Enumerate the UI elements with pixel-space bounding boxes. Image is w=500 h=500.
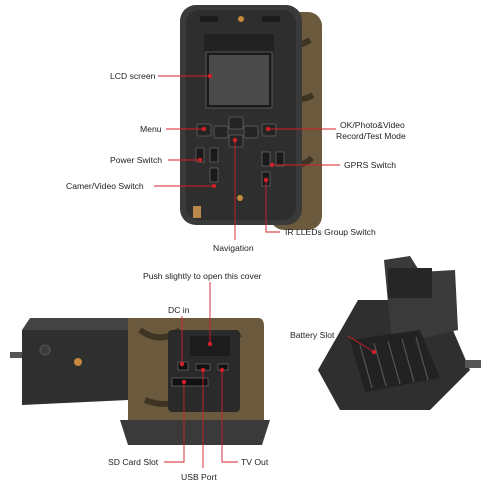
label-gprs-switch: GPRS Switch	[344, 160, 396, 170]
callouts	[154, 73, 377, 468]
label-dc-in: DC in	[168, 305, 190, 315]
label-ok-line1: OK/Photo&Video	[340, 120, 405, 130]
power-switch-knob-2	[209, 147, 219, 163]
nav-up-button	[228, 116, 244, 130]
lcd-bezel-top	[204, 34, 274, 52]
tray-latch	[465, 360, 481, 368]
cover-gasket	[39, 344, 51, 356]
cover-screw	[74, 358, 82, 366]
label-power-switch: Power Switch	[110, 155, 162, 165]
bottom-screw	[237, 195, 243, 201]
camera-open-illustration	[10, 318, 270, 445]
lcd-display	[209, 55, 269, 105]
nav-right-button	[243, 125, 259, 139]
sd-card-socket	[171, 377, 209, 387]
label-navigation: Navigation	[213, 243, 254, 253]
tray-lid-recess	[388, 268, 432, 298]
open-body-bottom	[120, 420, 270, 445]
camera-back-illustration	[180, 5, 322, 230]
gprs-switch-knob	[261, 151, 271, 167]
label-sd-card-slot: SD Card Slot	[108, 457, 159, 467]
label-tv-out: TV Out	[241, 457, 269, 467]
dc-in-port	[177, 361, 189, 371]
cover-hinge	[10, 352, 22, 358]
battery-tray-illustration	[318, 256, 481, 410]
label-ir-leds-switch: IR LLEDs Group Switch	[285, 227, 376, 237]
labels: LCD screen Menu Power Switch Camer/Video…	[66, 71, 406, 482]
label-lcd-screen: LCD screen	[110, 71, 156, 81]
top-screw	[238, 16, 244, 22]
vent-left	[200, 16, 218, 22]
label-battery-slot: Battery Slot	[290, 330, 335, 340]
label-ok-line2: Record/Test Mode	[336, 131, 406, 141]
tripod-lug	[193, 206, 201, 218]
open-cover	[22, 330, 128, 405]
label-usb-port: USB Port	[181, 472, 217, 482]
nav-left-button	[213, 125, 229, 139]
label-menu: Menu	[140, 124, 162, 134]
vent-right	[262, 16, 280, 22]
battery-compartment	[350, 330, 440, 392]
camera-video-switch-knob	[209, 167, 219, 183]
battery-springs	[359, 336, 429, 389]
gprs-switch-knob-2	[275, 151, 285, 167]
open-cover-edge	[22, 318, 128, 330]
label-camera-video-switch: Camer/Video Switch	[66, 181, 144, 191]
label-push-cover: Push slightly to open this cover	[143, 271, 262, 281]
